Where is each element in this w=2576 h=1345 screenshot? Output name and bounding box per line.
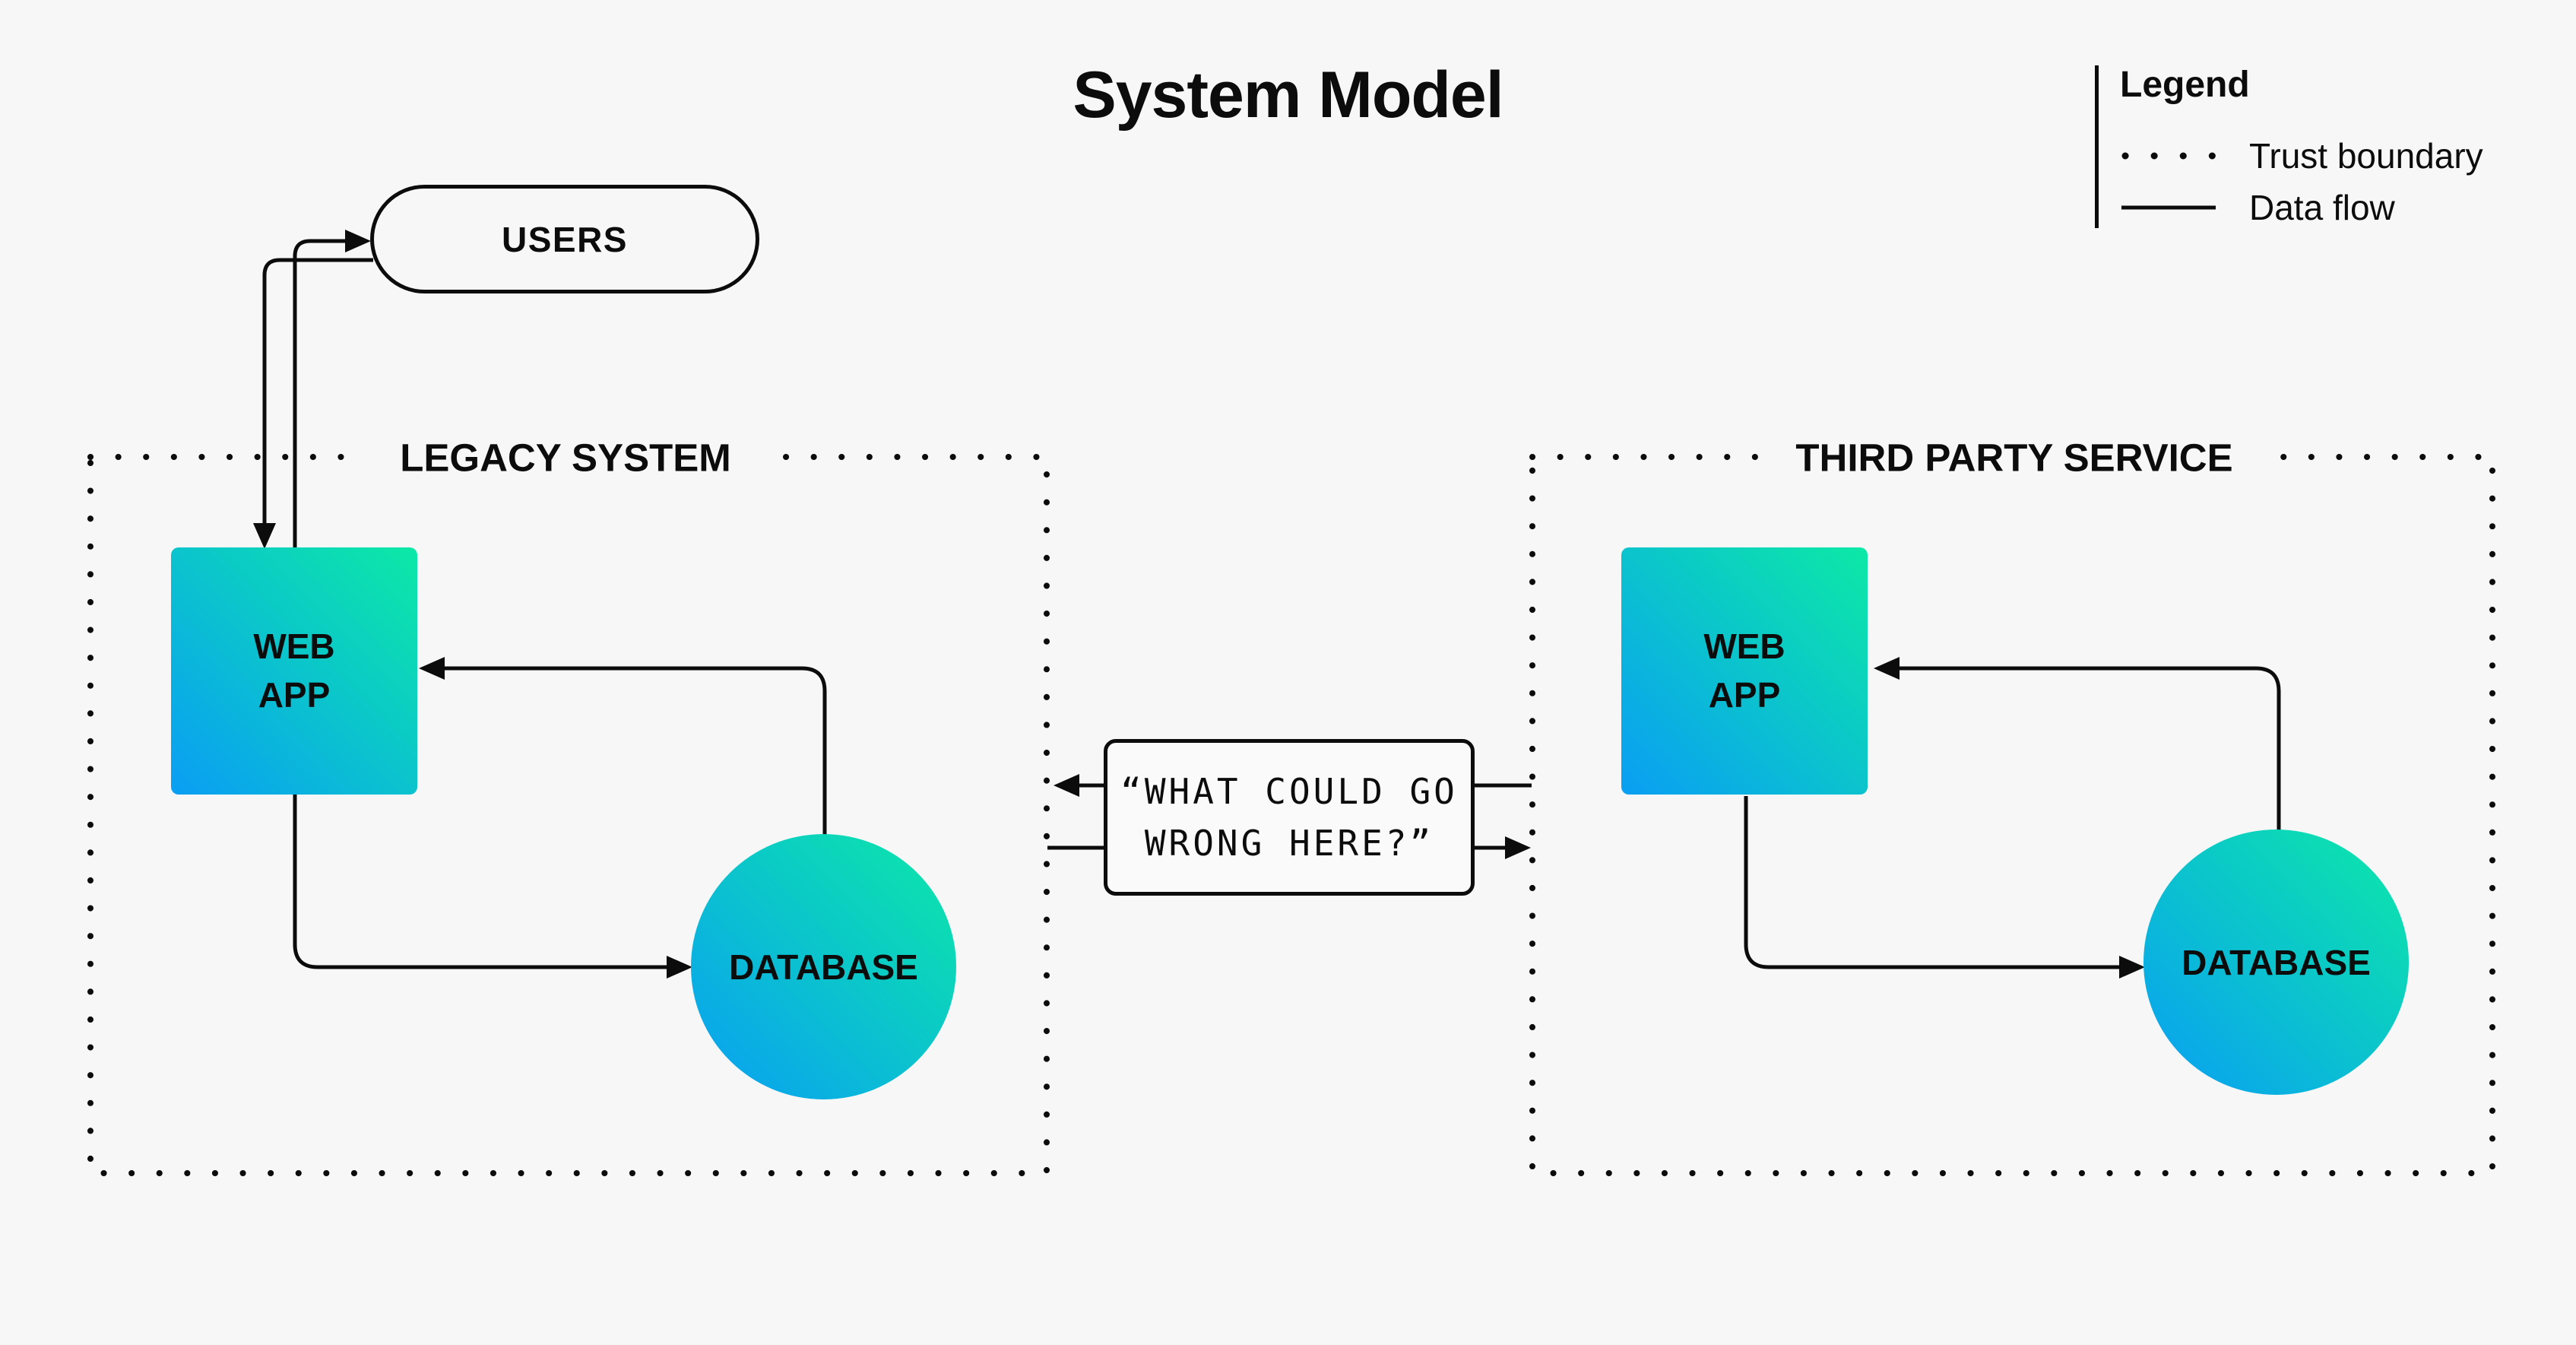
diagram-title: System Model — [1073, 59, 1503, 132]
edge-users-to-web-app — [262, 258, 373, 526]
edge-legacy-web-app-to-db — [293, 795, 669, 969]
arrowhead-into-legacy-web-app-right — [419, 657, 445, 680]
third-party-database-label: DATABASE — [2182, 942, 2371, 982]
legend-divider-bar — [2095, 65, 2099, 228]
legend-label-data-flow: Data flow — [2249, 188, 2395, 228]
boundary-label-legacy-system: LEGACY SYSTEM — [365, 430, 766, 485]
users-label: USERS — [502, 219, 628, 259]
boundary-label-third-party-service: THIRD PARTY SERVICE — [1760, 430, 2268, 485]
edge-web-app-to-users — [293, 239, 348, 549]
third-party-web-app-label: WEB APP — [1703, 627, 1785, 715]
legend-heading: Legend — [2120, 65, 2250, 105]
annotation-box: “WHAT COULD GO WRONG HERE?” — [1104, 739, 1475, 896]
node-users: USERS — [370, 185, 759, 293]
arrowhead-into-users — [345, 230, 371, 252]
arrowhead-toward-third-party-boundary — [1505, 836, 1531, 859]
arrowhead-into-legacy-database — [667, 956, 692, 979]
legend-item-trust-boundary: Trust boundary — [2120, 136, 2483, 176]
node-third-party-web-app: WEB APP — [1621, 547, 1868, 795]
legacy-database-label: DATABASE — [729, 947, 918, 987]
arrowhead-into-legacy-web-app-top — [253, 523, 276, 549]
legend-label-trust-boundary: Trust boundary — [2249, 136, 2483, 176]
edge-legacy-db-to-web-app — [441, 666, 827, 835]
annotation-line-2: WRONG HERE?” — [1144, 823, 1434, 864]
arrowhead-into-third-database — [2119, 956, 2145, 979]
arrowhead-toward-legacy-boundary — [1054, 774, 1079, 797]
edge-third-db-to-web-app — [1896, 666, 2281, 833]
legacy-web-app-label: WEB APP — [253, 627, 335, 715]
node-legacy-web-app: WEB APP — [171, 547, 417, 795]
arrowhead-into-third-web-app-right — [1874, 657, 1900, 680]
legend: Legend Trust boundary Data flow — [2095, 64, 2483, 239]
solid-line-swatch-icon — [2121, 205, 2216, 210]
node-legacy-database: DATABASE — [691, 834, 956, 1099]
annotation-line-1: “WHAT COULD GO — [1120, 771, 1458, 812]
node-third-party-database: DATABASE — [2143, 830, 2409, 1095]
edge-third-web-app-to-db — [1744, 796, 2121, 969]
legend-item-data-flow: Data flow — [2120, 188, 2483, 227]
